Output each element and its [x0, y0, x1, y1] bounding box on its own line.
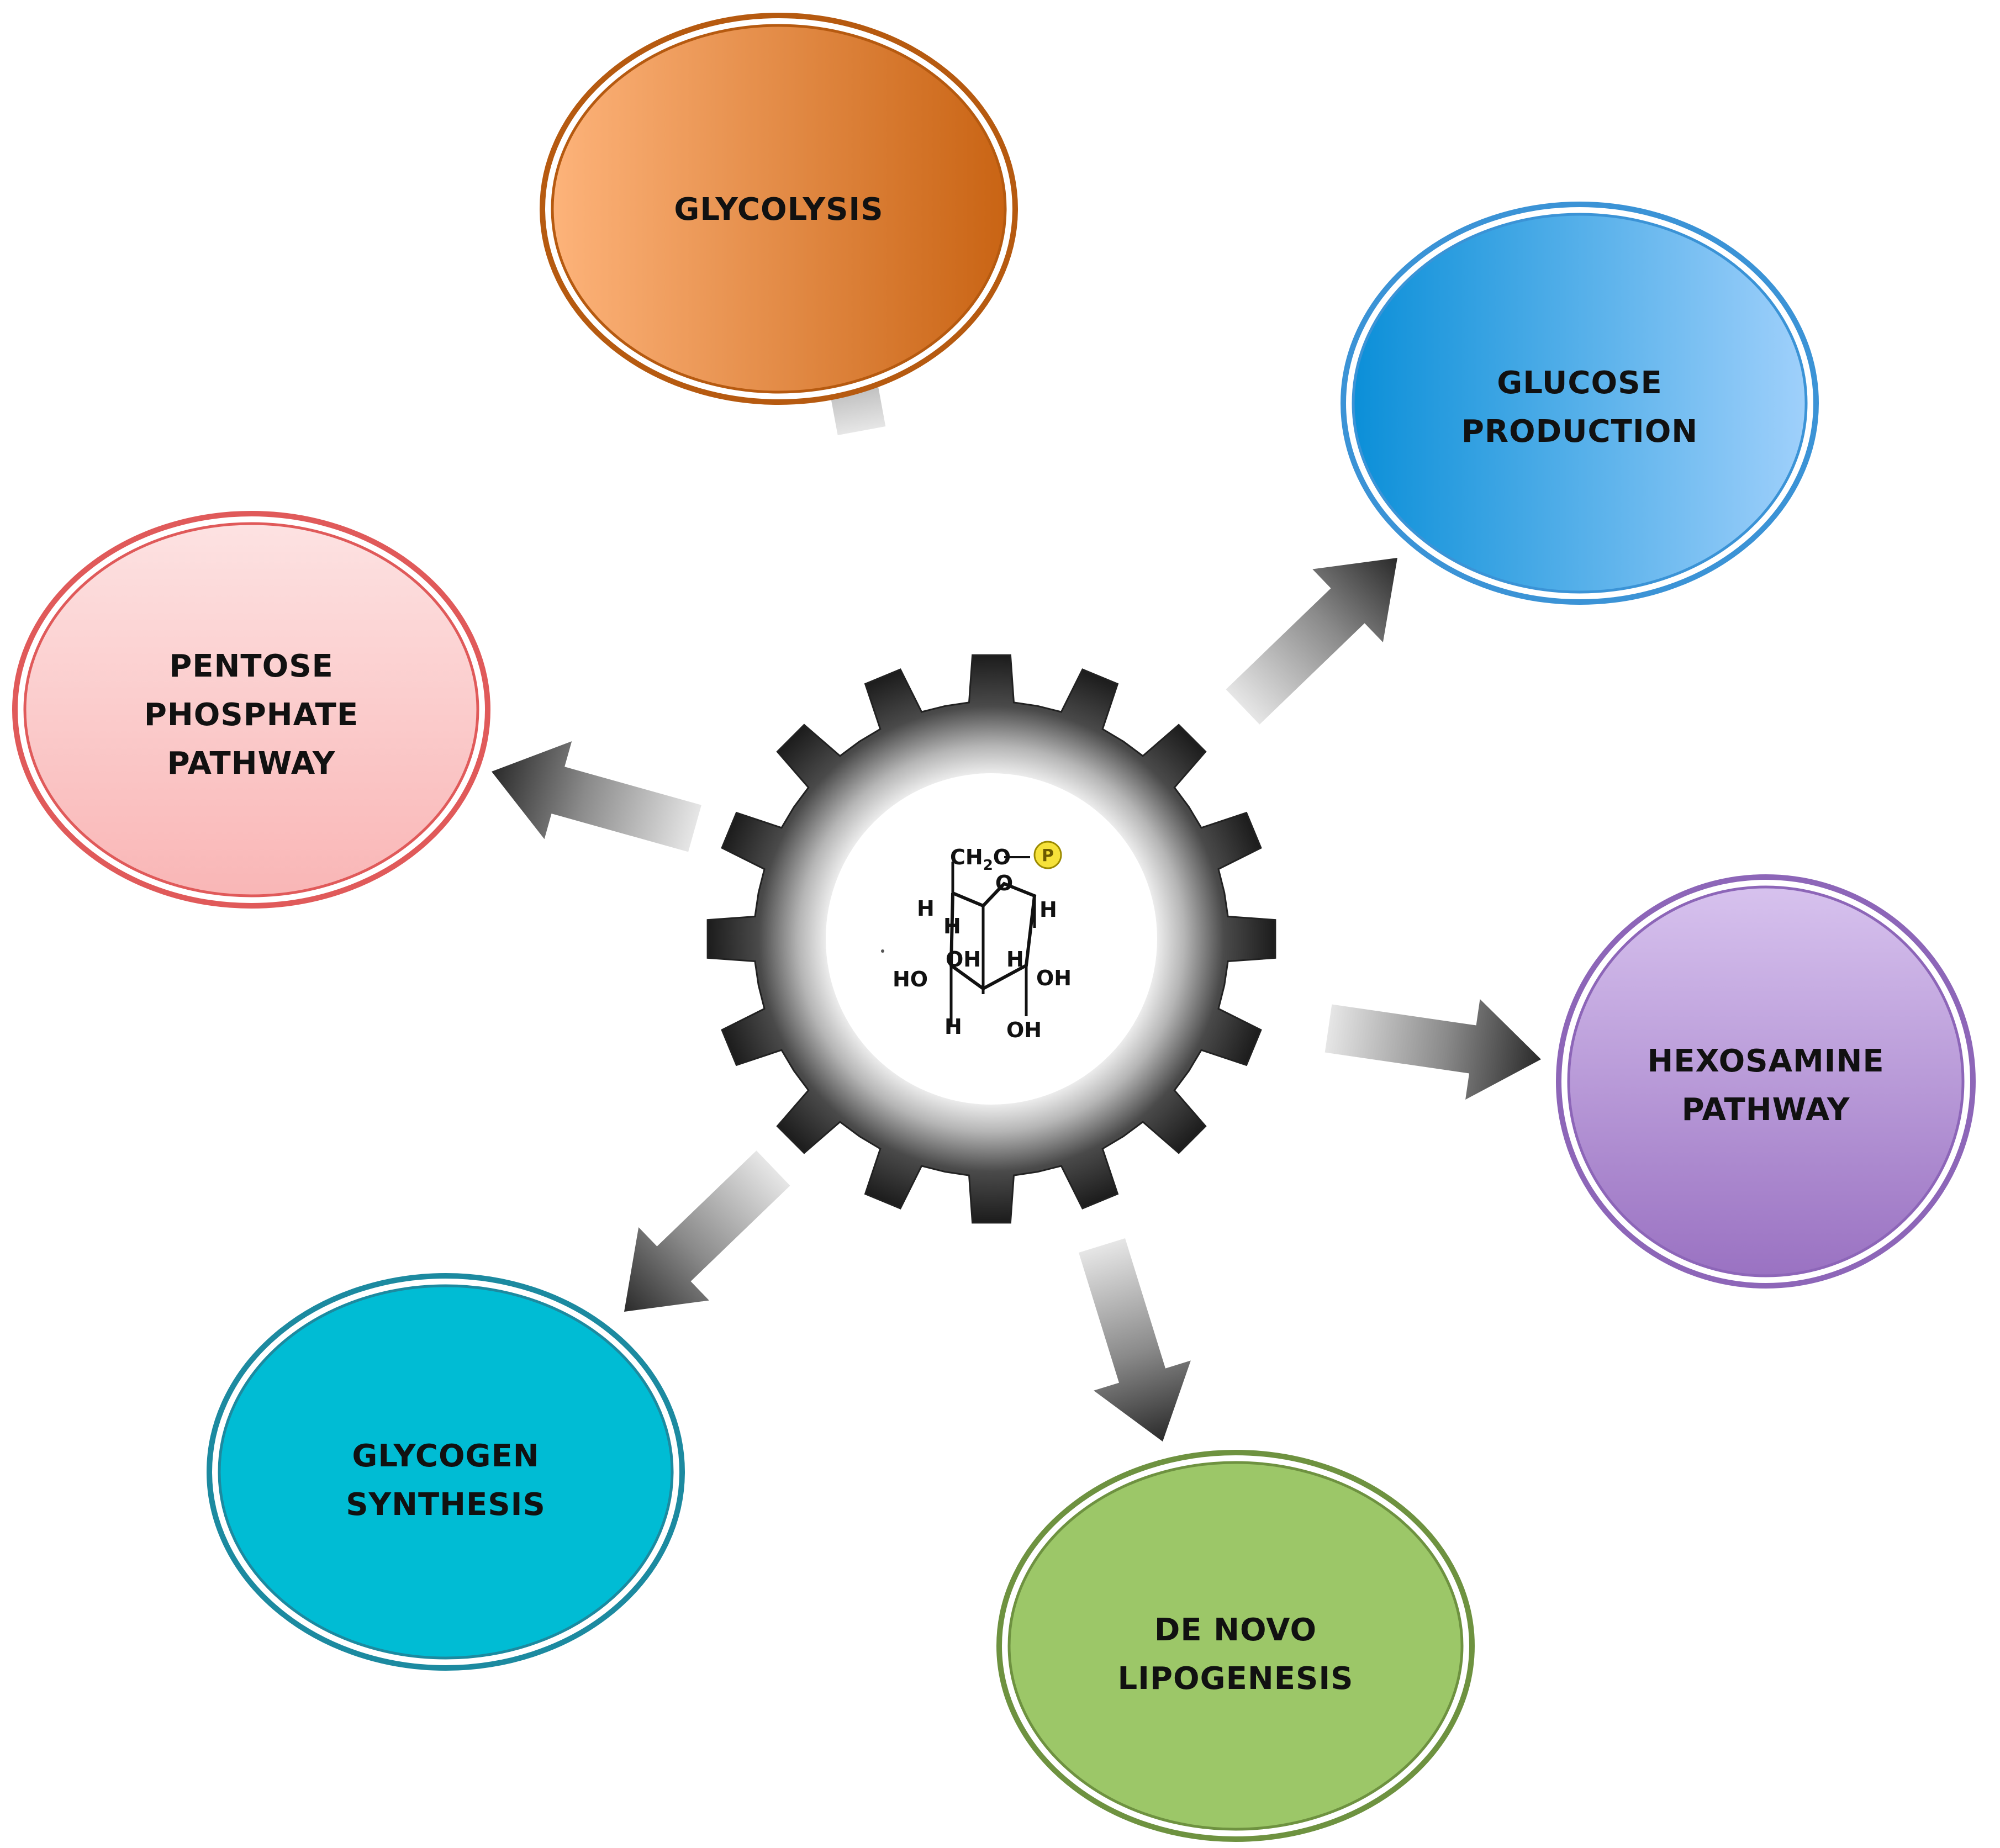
central-gear: [706, 654, 1276, 1224]
node-ellipse: [1567, 885, 1965, 1277]
stray-dot: [881, 949, 884, 953]
node-label-line: SYNTHESIS: [346, 1487, 546, 1523]
oh-label: OH: [946, 947, 981, 971]
h-label: H: [1039, 897, 1057, 922]
node-de-novo-lipogenesis: DE NOVO LIPOGENESIS: [996, 1450, 1475, 1842]
h-label: H: [917, 896, 935, 921]
node-label-line: PENTOSE: [169, 648, 334, 684]
phosphate-icon: [1033, 841, 1062, 869]
glucose-6-phosphate-structure: CH2O P O H H H H H OH OH OH HO: [881, 841, 1072, 1042]
node-pentose-phosphate-pathway: PENTOSE PHOSPHATE PATHWAY: [12, 511, 490, 909]
node-label-line: PHOSPHATE: [144, 697, 358, 733]
node-label-line: LIPOGENESIS: [1117, 1661, 1353, 1697]
pathway-arrow: [1324, 999, 1541, 1100]
node-glycogen-synthesis: GLYCOGEN SYNTHESIS: [207, 1273, 685, 1671]
ring-bond: [949, 881, 1037, 991]
oh-label: OH: [1036, 966, 1072, 990]
ch2-label: CH2O: [950, 845, 1011, 874]
node-hexosamine-pathway: HEXOSAMINE PATHWAY: [1556, 874, 1976, 1289]
node-label-line: DE NOVO: [1154, 1612, 1317, 1648]
node-ellipse: [218, 1284, 674, 1660]
node-label-line: GLYCOGEN: [352, 1438, 539, 1474]
node-label-line: GLUCOSE: [1497, 365, 1662, 401]
node-glucose-production: GLUCOSE PRODUCTION: [1341, 202, 1819, 605]
oh-label: OH: [1006, 1018, 1042, 1042]
phosphate-label: P: [1042, 846, 1054, 865]
node-label-line: PRODUCTION: [1461, 414, 1698, 450]
node-label-line: PATHWAY: [167, 746, 336, 782]
ring-oxygen-label: O: [995, 871, 1013, 895]
gear-center-disc: [826, 773, 1157, 1105]
pathway-nodes: GLYCOLYSIS GLUCOSE PRODUCTION HEXOSAMINE PAT…: [12, 13, 1976, 1842]
pathway-arrow: [1226, 558, 1397, 725]
h-label: H: [1006, 947, 1024, 971]
node-label-line: PATHWAY: [1682, 1092, 1850, 1128]
pathway-arrow: [1079, 1238, 1191, 1442]
node-label-line: GLYCOLYSIS: [674, 192, 883, 228]
node-ellipse: [551, 24, 1007, 394]
node-ellipse: [23, 522, 479, 897]
node-glycolysis: GLYCOLYSIS: [540, 13, 1018, 405]
node-ellipse: [1352, 213, 1808, 594]
h-label: H: [943, 914, 961, 938]
pathway-arrow: [624, 1150, 790, 1312]
ho-label: HO: [893, 967, 928, 991]
pathway-arrow: [492, 741, 701, 852]
h-label: H: [944, 1015, 962, 1039]
node-ellipse: [1007, 1461, 1464, 1831]
node-label-line: HEXOSAMINE: [1647, 1043, 1884, 1079]
